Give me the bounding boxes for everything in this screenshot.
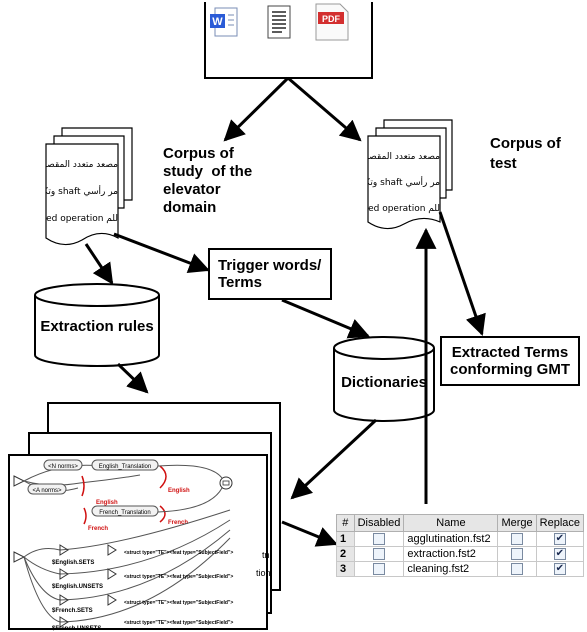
fst-file-name[interactable]: cleaning.fst2 [403, 561, 499, 577]
row-number: 2 [336, 546, 355, 562]
graph-english-sets: $English.SETS [52, 560, 94, 566]
row-number: 3 [336, 561, 355, 577]
graph-english-translation: English_Translation [99, 464, 151, 470]
graph-french-unsets: $French.UNSETS [52, 626, 101, 632]
fst-file-name[interactable]: extraction.fst2 [403, 546, 499, 562]
merge-cell [497, 561, 537, 577]
table-row[interactable]: 1 agglutination.fst2 ✔ [336, 531, 585, 547]
arrow-test-to-extracted [438, 211, 486, 336]
graph-french-sets: $French.SETS [52, 608, 93, 614]
fst-table-header: # Disabled Name Merge Replace [336, 514, 585, 532]
extracted-terms-box: Extracted Terms conforming GMT [440, 336, 580, 386]
disabled-cell [353, 561, 405, 577]
transducer-graph: <N norms> <A norms> English_Translation … [13, 459, 271, 632]
study-doc-line-1: مصعد متعدد المقصورات [46, 160, 118, 170]
arrow-rules-to-graphs [116, 362, 149, 394]
graph-english-label-1: English [96, 500, 118, 506]
fst-file-name[interactable]: agglutination.fst2 [403, 531, 499, 547]
trigger-words-box: Trigger words/ Terms [208, 248, 332, 300]
dictionaries-label: Dictionaries [341, 374, 427, 391]
arrow-graphs-to-table [281, 520, 338, 547]
graph-side-tion: tion [256, 568, 271, 578]
corpus-study-doc-text: مصعد متعدد المقصورات مر رأسي shaft وتكون… [46, 152, 118, 233]
row-number: 1 [336, 531, 355, 547]
extraction-rules-cylinder [34, 283, 160, 367]
arrow-trigger-to-dictionaries [281, 298, 370, 339]
graph-struct-2: <struct type="TE"><feat type="SubjectFie… [124, 574, 233, 580]
text-doc-icon [267, 5, 291, 39]
table-row[interactable]: 3 cleaning.fst2 ✔ [336, 561, 585, 577]
arrow-source-to-test [287, 76, 362, 142]
test-doc-line-1: مصعد متعدد المقصورات [368, 152, 440, 162]
graph-english-label-2: English [168, 488, 190, 494]
study-doc-line-3: للم degraded operation [46, 214, 118, 224]
corpus-test-label: Corpus of test [490, 135, 561, 172]
merge-checkbox[interactable] [511, 548, 524, 561]
fst-table: # Disabled Name Merge Replace 1 agglutina… [336, 514, 585, 577]
arrow-study-to-rules [84, 243, 114, 285]
pdf-icon: PDF [315, 3, 349, 41]
corpus-test-doc-text: مصعد متعدد المقصورات مر رأسي shaft وتكون… [368, 144, 440, 222]
col-name: Name [403, 514, 499, 532]
disabled-checkbox[interactable] [373, 533, 385, 546]
replace-checkbox[interactable]: ✔ [553, 548, 566, 561]
graph-side-tn: tn [262, 550, 270, 560]
corpus-test-docs [367, 119, 453, 230]
col-merge: Merge [497, 514, 537, 532]
arrow-study-to-trigger [113, 232, 210, 274]
replace-checkbox[interactable]: ✔ [553, 563, 566, 576]
test-doc-line-3: للم degraded operation [368, 204, 440, 214]
replace-cell: ✔ [535, 531, 585, 547]
graph-english-unsets: $English.UNSETS [52, 584, 103, 590]
col-disabled: Disabled [353, 514, 405, 532]
graph-french-label-1: French [88, 526, 108, 532]
arrow-dictionaries-to-graphs [290, 418, 378, 500]
col-number: # [336, 514, 355, 532]
disabled-checkbox[interactable] [373, 548, 385, 561]
word-doc-icon: W [210, 7, 238, 37]
extraction-rules-label: Extraction rules [40, 318, 154, 335]
merge-cell [497, 546, 537, 562]
svg-text:W: W [212, 16, 223, 28]
disabled-checkbox[interactable] [373, 563, 385, 576]
graph-struct-3: <struct type="TE"><feat type="SubjectFie… [124, 600, 233, 606]
test-doc-line-2: مر رأسي shaft وتكون م [368, 178, 440, 188]
disabled-cell [353, 546, 405, 562]
arrow-source-to-study [223, 76, 290, 142]
replace-cell: ✔ [535, 546, 585, 562]
merge-cell [497, 531, 537, 547]
corpus-study-label: Corpus of study of the elevator domain [163, 145, 253, 216]
replace-cell: ✔ [535, 561, 585, 577]
svg-text:PDF: PDF [322, 14, 341, 24]
graph-french-translation: French_Translation [99, 510, 150, 516]
corpus-study-docs [45, 127, 133, 246]
col-replace: Replace [535, 514, 585, 532]
dictionaries-cylinder [333, 336, 435, 422]
graph-struct-4: <struct type="TE"><feat type="SubjectFie… [124, 620, 233, 626]
replace-checkbox[interactable]: ✔ [553, 533, 566, 546]
merge-checkbox[interactable] [511, 563, 524, 576]
graph-a-norms: <A norms> [32, 488, 62, 494]
graph-struct-1: <struct type="TE"><feat type="SubjectFie… [124, 550, 233, 556]
study-doc-line-2: مر رأسي shaft وتكون م [46, 187, 118, 197]
merge-checkbox[interactable] [511, 533, 524, 546]
disabled-cell [353, 531, 405, 547]
graph-french-label-2: French [168, 520, 188, 526]
graph-n-norms: <N norms> [48, 464, 78, 470]
table-row[interactable]: 2 extraction.fst2 ✔ [336, 546, 585, 562]
